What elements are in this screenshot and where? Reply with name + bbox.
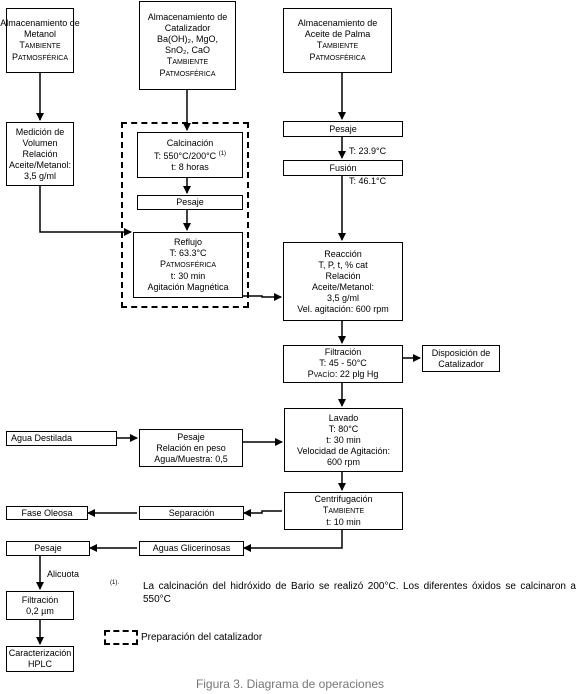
pesaje-palma-box: Pesaje: [283, 121, 403, 137]
metanol-storage-box: Almacenamiento de Metanol Tambiente Patm…: [0, 8, 80, 73]
separacion-label: Separación: [168, 507, 215, 518]
caracterizacion-box: Caracterización HPLC: [6, 646, 74, 672]
medicion-line5: 3,5 g/ml: [23, 170, 56, 181]
filtracion-micro-line1: Filtración: [21, 594, 59, 605]
reflujo-box: Reflujo T: 63.3°C Patmosférica t: 30 min…: [133, 232, 243, 298]
pesaje-final-box: Pesaje: [6, 541, 90, 556]
temp-fusion-label: T: 46.1°C: [349, 176, 387, 186]
centrifugacion-line1: Centrifugación: [314, 494, 373, 504]
arrow-medicion-to-reflujo: [39, 186, 132, 236]
lavado-line3: t: 30 min: [326, 434, 361, 445]
caracterizacion-line1: Caracterización: [8, 648, 72, 658]
reflujo-line4: Agitación Magnética: [147, 282, 229, 292]
catalizador-storage-line2: Catalizador: [164, 22, 211, 33]
reaccion-line5: 3,5 g/ml: [326, 292, 359, 303]
catalizador-storage-pressure: Patmosférica: [159, 67, 216, 78]
figure-caption: Figura 3. Diagrama de operaciones: [195, 677, 385, 691]
filtracion-micro-line2: 0,2 µm: [26, 605, 54, 616]
pesaje-catalizador-label: Pesaje: [176, 197, 204, 207]
lavado-line5: 600 rpm: [326, 456, 361, 467]
pesaje-agua-line1: Pesaje: [177, 431, 205, 442]
lavado-line2: T: 80°C: [328, 423, 359, 434]
reflujo-pressure: Patmosférica: [159, 259, 217, 269]
disposicion-box: Disposición de Catalizador: [422, 345, 500, 372]
agua-destilada-label: Agua Destilada: [11, 433, 73, 443]
reflujo-line3: t: 30 min: [170, 271, 206, 281]
palma-storage-line2: Aceite de Palma: [304, 28, 371, 39]
disposicion-line2: Catalizador: [438, 358, 484, 369]
footnote-text: La calcinación del hidróxido de Bario se…: [143, 581, 576, 605]
arrow-centrifugacion-to-aguas: [243, 530, 343, 552]
catalizador-storage-line4: SnO₂, CaO: [164, 44, 210, 55]
lavado-line1: Lavado: [328, 412, 359, 423]
arrow-reflujo-to-reaccion: [243, 293, 282, 301]
calcinacion-line1: Calcinación: [166, 137, 214, 148]
reaccion-line2: T, P, t, % cat: [318, 259, 368, 270]
fase-oleosa-box: Fase Oleosa: [6, 506, 88, 520]
palma-storage-line1: Almacenamiento de: [297, 17, 378, 28]
footnote-marker: (1).: [110, 580, 119, 586]
metanol-storage-temp: Tambiente: [19, 39, 61, 50]
calcinacion-line3: t: 8 horas: [171, 161, 209, 172]
reflujo-line2: T: 63.3°C: [169, 248, 207, 258]
calcinacion-line2: T: 550°C/200°C (1): [153, 150, 227, 161]
reaccion-box: Reacción T, P, t, % cat Relación Aceite/…: [283, 242, 403, 321]
metanol-storage-pressure: Patmosférica: [11, 51, 69, 62]
pesaje-agua-line3: Agua/Muestra: 0,5: [154, 453, 228, 464]
reaccion-line1: Reacción: [324, 248, 362, 259]
medicion-line2: Volumen: [22, 137, 58, 148]
agua-destilada-box: Agua Destilada: [6, 431, 117, 446]
catalyst-preparation-region: [121, 122, 249, 308]
legend-label: Preparación del catalizador: [141, 632, 263, 643]
medicion-line4: Aceite/Metanol:: [8, 159, 72, 170]
fusion-box: Fusión: [283, 160, 403, 176]
aguas-glicerinosas-box: Aguas Glicerinosas: [139, 541, 244, 556]
aguas-glicerinosas-label: Aguas Glicerinosas: [152, 543, 231, 553]
caracterizacion-line2: HPLC: [27, 659, 52, 669]
centrifugacion-temp: Tambiente: [322, 505, 365, 515]
filtracion-box: Filtración T: 45 - 50°C Pvacío: 22 plg H…: [283, 345, 403, 383]
pesaje-palma-label: Pesaje: [329, 123, 357, 134]
fase-oleosa-label: Fase Oleosa: [21, 507, 73, 518]
pesaje-agua-line2: Relación en peso: [156, 442, 226, 453]
catalizador-storage-line3: Ba(OH)₂, MgO,: [156, 33, 218, 44]
metanol-storage-line1: Almacenamiento de: [0, 17, 80, 28]
filtracion-line2: T: 45 - 50°C: [319, 358, 367, 368]
catalizador-storage-box: Almacenamiento de Catalizador Ba(OH)₂, M…: [139, 1, 236, 90]
disposicion-line1: Disposición de: [431, 347, 491, 358]
calcinacion-box: Calcinación T: 550°C/200°C (1) t: 8 hora…: [137, 132, 243, 178]
arrow-centrifugacion-to-separacion: [243, 509, 282, 517]
medicion-line3: Relación: [22, 148, 58, 159]
reaccion-line3: Relación: [325, 270, 361, 281]
lavado-line4: Velocidad de Agitación:: [296, 445, 391, 456]
medicion-box: Medición de Volumen Relación Aceite/Meta…: [6, 122, 74, 186]
reaccion-line4: Aceite/Metanol:: [311, 281, 375, 292]
temp-pesaje-label: T: 23.9°C: [349, 146, 387, 156]
lavado-box: Lavado T: 80°C t: 30 min Velocidad de Ag…: [284, 408, 403, 472]
filtracion-pressure: Pvacío: 22 plg Hg: [307, 369, 379, 379]
fusion-label: Fusión: [329, 162, 357, 173]
palma-storage-box: Almacenamiento de Aceite de Palma Tambie…: [283, 8, 392, 73]
pesaje-final-label: Pesaje: [34, 543, 62, 553]
catalizador-storage-temp: Tambiente: [166, 55, 209, 66]
pesaje-agua-box: Pesaje Relación en peso Agua/Muestra: 0,…: [139, 429, 243, 467]
alicuota-label: Alicuota: [47, 569, 80, 579]
catalizador-storage-line1: Almacenamiento de: [147, 11, 228, 22]
centrifugacion-box: Centrifugación Tambiente t: 10 min: [284, 492, 403, 530]
palma-storage-temp: Tambiente: [316, 39, 359, 50]
palma-storage-pressure: Patmosférica: [309, 51, 366, 62]
centrifugacion-line3: t: 10 min: [326, 517, 361, 527]
metanol-storage-line2: Metanol: [23, 28, 57, 39]
reaccion-line6: Vel. agitación: 600 rpm: [297, 303, 389, 314]
reflujo-line1: Reflujo: [173, 237, 202, 247]
legend-dashed-swatch: [104, 630, 138, 645]
separacion-box: Separación: [139, 506, 244, 520]
pesaje-catalizador-box: Pesaje: [137, 195, 243, 210]
filtracion-line1: Filtración: [324, 347, 362, 357]
filtracion-micro-box: Filtración 0,2 µm: [6, 591, 74, 620]
medicion-line1: Medición de: [15, 126, 65, 137]
